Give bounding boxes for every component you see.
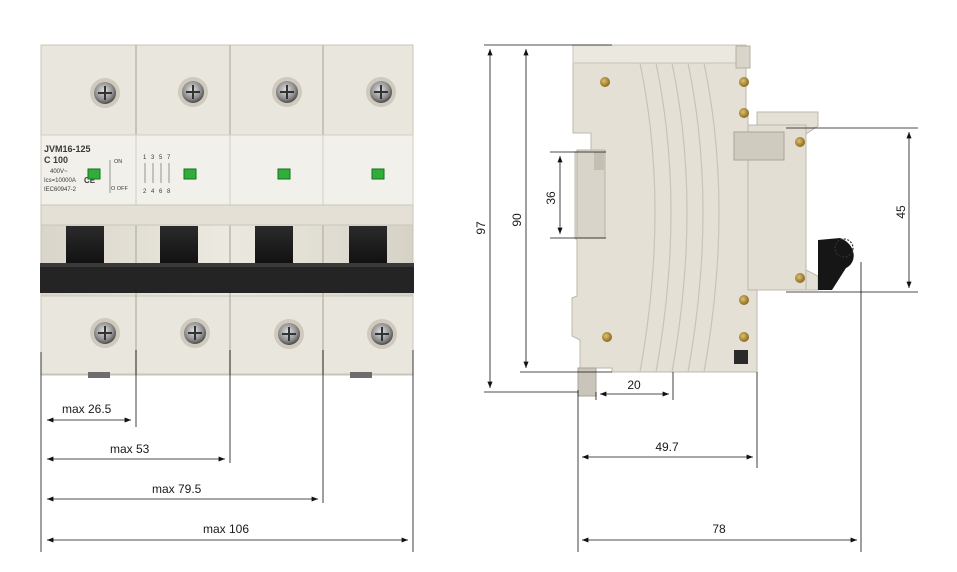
label-panel: [322, 134, 414, 206]
brass-screw-icon: [739, 295, 749, 305]
terminal-screw-icon: [90, 78, 120, 108]
status-indicator: [371, 168, 385, 180]
side-view: [571, 44, 854, 397]
rating-label: C 100: [44, 155, 68, 165]
ce-mark: CE: [84, 176, 96, 185]
terminal-screw-icon: [366, 77, 396, 107]
terminal-screw-icon: [367, 319, 397, 349]
dim-max-53: max 53: [110, 442, 150, 456]
dim-78: 78: [712, 522, 726, 536]
brass-screw-icon: [739, 332, 749, 342]
dim-90: 90: [510, 213, 524, 227]
terminal-screw-icon: [90, 318, 120, 348]
brass-screw-icon: [795, 137, 805, 147]
dim-max-106: max 106: [203, 522, 249, 536]
din-clip: [88, 372, 110, 378]
dim-36: 36: [544, 191, 558, 205]
brass-screw-icon: [602, 332, 612, 342]
brass-screw-icon: [739, 77, 749, 87]
dim-45: 45: [894, 205, 908, 219]
side-dimension-lines: [487, 49, 912, 543]
front-dimension-lines: [47, 417, 408, 543]
side-toggle-handle[interactable]: [818, 238, 854, 290]
voltage-label: 400V~: [50, 169, 68, 175]
handle-tie-bar: [40, 263, 414, 293]
icu-label: Ics=10000A: [44, 178, 76, 184]
brass-screw-icon: [739, 108, 749, 118]
dim-97: 97: [474, 221, 488, 235]
front-extension-lines: [40, 350, 414, 552]
status-indicator: [277, 168, 291, 180]
toggle-handle[interactable]: [349, 226, 387, 266]
front-view: JVM16-125 C 100 400V~ Ics=10000A IEC6094…: [40, 44, 414, 378]
brass-screw-icon: [600, 77, 610, 87]
label-panel: [229, 134, 324, 206]
brass-screw-icon: [795, 273, 805, 283]
side-top-cap: [572, 44, 747, 64]
terminal-numbers-top: 1 3 5 7: [143, 155, 172, 161]
terminal-numbers-bottom: 2 4 6 8: [143, 189, 172, 195]
din-clip: [350, 372, 372, 378]
standard-label: IEC60947-2: [44, 187, 77, 193]
dim-max-79-5: max 79.5: [152, 482, 202, 496]
dim-max-26-5: max 26.5: [62, 402, 112, 416]
toggle-handle[interactable]: [255, 226, 293, 266]
side-extension-lines: [484, 44, 918, 552]
toggle-handle[interactable]: [66, 226, 104, 266]
din-clip-side: [577, 367, 597, 397]
front-window: [733, 131, 785, 161]
dim-20: 20: [627, 378, 641, 392]
handle-guard: [40, 204, 414, 226]
terminal-screw-icon: [178, 77, 208, 107]
on-label: ON: [114, 159, 122, 165]
status-indicator: [87, 168, 101, 180]
dim-49-7: 49.7: [655, 440, 679, 454]
status-indicator: [183, 168, 197, 180]
off-label: O OFF: [111, 186, 128, 192]
terminal-screw-icon: [274, 319, 304, 349]
model-label: JVM16-125: [44, 144, 91, 154]
terminal-screw-icon: [180, 318, 210, 348]
terminal-screw-icon: [272, 77, 302, 107]
toggle-handle[interactable]: [160, 226, 198, 266]
